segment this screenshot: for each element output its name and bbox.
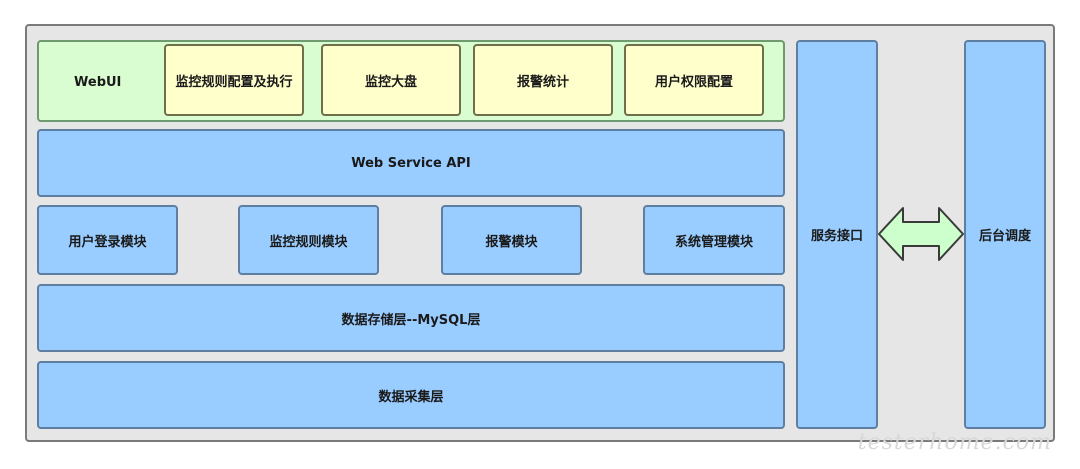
module-alarm: 报警模块 (441, 205, 582, 275)
webui-item-dashboard: 监控大盘 (321, 44, 461, 116)
data-collection-layer: 数据采集层 (37, 361, 785, 429)
module-user-login: 用户登录模块 (37, 205, 178, 275)
web-service-api-layer: Web Service API (37, 129, 785, 197)
service-interface-column: 服务接口 (796, 40, 878, 429)
module-monitor-rule: 监控规则模块 (238, 205, 379, 275)
webui-item-alarm-stats: 报警统计 (473, 44, 613, 116)
module-system-management: 系统管理模块 (643, 205, 785, 275)
double-arrow-icon (878, 207, 964, 261)
webui-label: WebUI (74, 74, 122, 90)
watermark: testerhome.com (857, 430, 1052, 455)
background-scheduler-column: 后台调度 (964, 40, 1046, 429)
data-storage-layer: 数据存储层--MySQL层 (37, 284, 785, 352)
webui-item-user-permission: 用户权限配置 (624, 44, 764, 116)
webui-item-rule-config: 监控规则配置及执行 (164, 44, 304, 116)
